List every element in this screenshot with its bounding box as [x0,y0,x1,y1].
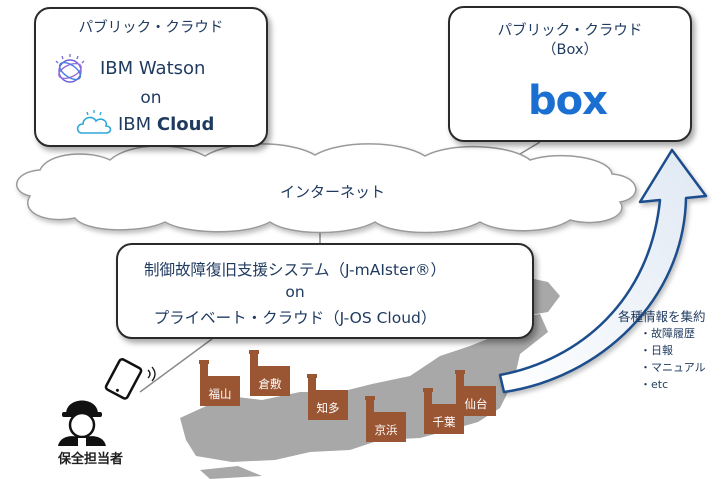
plant-label: 福山 [208,387,232,401]
factories [199,350,496,442]
plant-label: 仙台 [464,397,488,411]
plant-label: 倉敷 [258,377,282,391]
ibm-cloud-icon [76,110,112,134]
system-cloud-name: プライベート・クラウド（J-OS Cloud） [153,309,437,327]
aggregate-item: ・故障履歴 [640,327,695,340]
internet-label: インターネット [280,183,386,201]
connector-worker-system [139,338,213,393]
factory-icon [365,396,406,442]
factory-icon [249,350,290,396]
box-cloud-box: パブリック・クラウド （Box） box [448,6,692,142]
factory-icon [307,374,348,420]
worker-helmet-icon [58,400,106,446]
ibm-cloud-label-bold: Cloud [156,114,215,135]
system-on-label: on [285,283,305,301]
ibm-cloud-label-prefix: IBM [118,114,157,135]
aggregate-item: ・日報 [640,344,673,357]
box-title-line2: （Box） [542,42,598,58]
watson-label: IBM Watson [100,58,206,79]
upload-arrow [498,148,708,394]
ibm-cloud-label: IBM Cloud [118,114,214,135]
tablet-icon [104,358,143,400]
factory-icon [423,388,464,434]
system-name: 制御故障復旧支援システム（J-mAIster®） [144,261,446,279]
worker-label: 保全担当者 [58,452,124,467]
aggregate-item: ・etc [640,378,669,391]
ibm-on-label: on [140,88,162,108]
watson-icon [55,54,85,83]
system-box: 制御故障復旧支援システム（J-mAIster®） on プライベート・クラウド（… [116,243,534,339]
plant-label: 千葉 [432,415,456,429]
ibm-box-title: パブリック・クラウド [78,20,224,36]
box-logo: box [528,78,608,124]
plant-label: 京浜 [374,423,398,437]
factory-icon [455,370,496,416]
aggregate-title: 各種情報を集約 [618,309,706,324]
ibm-cloud-box: パブリック・クラウド IBM Watson on [34,7,268,147]
box-title-line1: パブリック・クラウド [497,23,643,39]
signal-icon [147,366,156,382]
watson-row: IBM Watson [42,53,266,85]
plant-label: 知多 [316,401,340,415]
factory-icon [199,360,240,406]
ibm-cloud-row: IBM Cloud [36,109,266,139]
aggregate-item: ・マニュアル [640,361,706,374]
